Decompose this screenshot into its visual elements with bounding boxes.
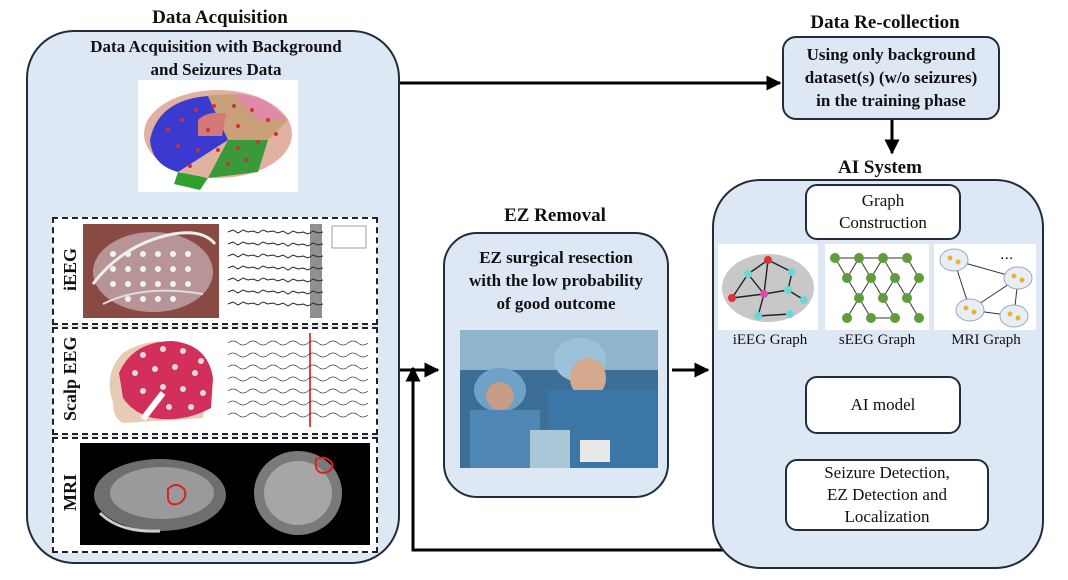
mri-graph-caption: MRI Graph bbox=[951, 332, 1021, 348]
surgery-photo bbox=[460, 330, 658, 468]
output-box: Seizure Detection, EZ Detection and Loca… bbox=[785, 459, 989, 531]
mri-label: MRI bbox=[60, 474, 80, 512]
mri-graph-image bbox=[934, 244, 1036, 330]
seeg-graph-caption: sEEG Graph bbox=[838, 332, 916, 348]
recollection-title: Data Re-collection bbox=[810, 12, 960, 33]
ai-model-label: AI model bbox=[850, 395, 916, 414]
removal-line1: EZ surgical resection bbox=[479, 248, 633, 267]
acquisition-subtitle-line1: Data Acquisition with Background bbox=[90, 37, 342, 56]
output-line1: Seizure Detection, bbox=[824, 463, 950, 482]
ieeg-label: iEEG bbox=[60, 247, 80, 291]
ieeg-graph-caption: iEEG Graph bbox=[732, 332, 808, 348]
graph-construction-line2: Construction bbox=[839, 213, 927, 232]
ieeg-signal-traces bbox=[228, 224, 368, 318]
seeg-graph-image bbox=[825, 244, 929, 330]
scalp-eeg-cap-photo bbox=[83, 333, 219, 427]
ieeg-graph-image bbox=[718, 244, 818, 330]
graph-construction-box: Graph Construction bbox=[805, 184, 961, 240]
recollection-line3: in the training phase bbox=[816, 91, 966, 110]
removal-line2: with the low probability bbox=[469, 271, 643, 290]
acquisition-subtitle-line2: and Seizures Data bbox=[150, 60, 282, 79]
output-line3: Localization bbox=[844, 507, 930, 526]
ai-system-title: AI System bbox=[838, 157, 922, 178]
output-line2: EZ Detection and bbox=[827, 485, 947, 504]
ai-model-box: AI model bbox=[805, 376, 961, 434]
graph-construction-line1: Graph bbox=[861, 191, 905, 210]
brain-electrode-image bbox=[138, 80, 298, 192]
removal-title: EZ Removal bbox=[504, 205, 606, 226]
removal-line3: of good outcome bbox=[496, 294, 616, 313]
recollection-box bbox=[782, 36, 1000, 120]
acquisition-title: Data Acquisition bbox=[152, 7, 288, 28]
mri-graph-ellipsis: ... bbox=[1000, 246, 1014, 263]
ieeg-surgery-photo bbox=[83, 224, 219, 318]
recollection-line1: Using only background bbox=[806, 45, 976, 64]
recollection-line2: dataset(s) (w/o seizures) bbox=[804, 68, 978, 87]
mri-scan-images bbox=[80, 443, 370, 545]
scalp-eeg-signal-traces bbox=[228, 333, 368, 427]
scalp-eeg-label: Scalp EEG bbox=[60, 336, 80, 422]
